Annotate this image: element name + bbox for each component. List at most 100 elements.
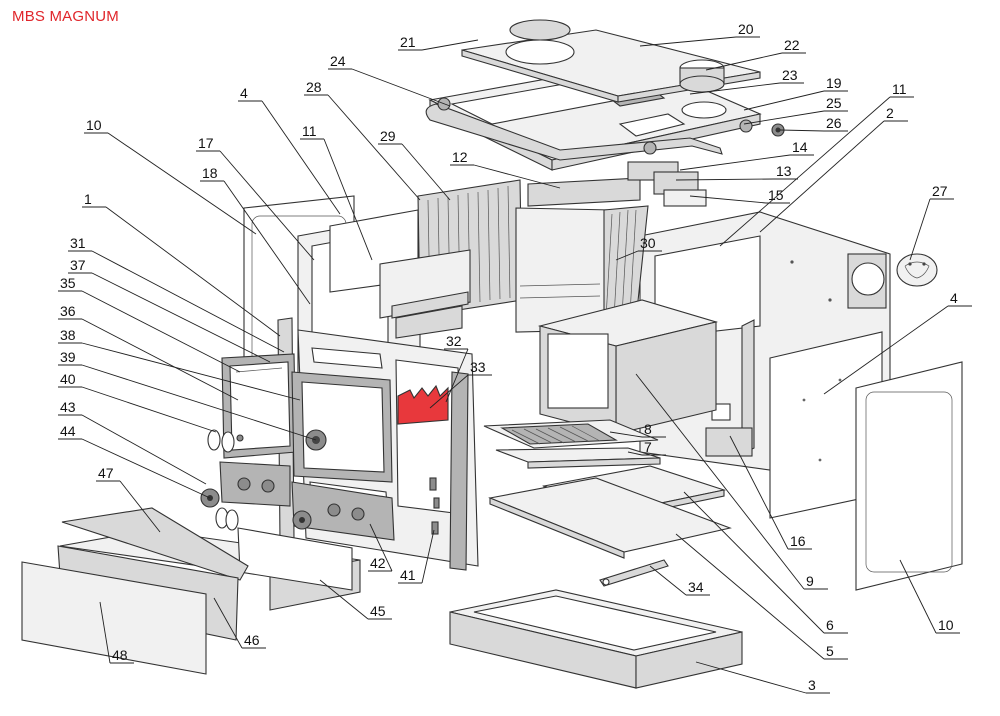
callout-number: 46 [244,632,260,648]
callout-46: 46 [213,597,266,649]
callout-leader [91,250,285,353]
callout-45: 45 [319,579,392,620]
callout-21: 21 [398,34,479,51]
callout-16: 16 [729,435,812,550]
callout-number: 44 [60,423,76,439]
diagram-title: MBS MAGNUM [12,8,119,25]
callout-number: 26 [826,115,842,131]
callout-leader [351,68,451,107]
callout-leader [779,129,825,132]
part-round-cover [896,253,938,287]
callout-number: 45 [370,603,386,619]
callout-1: 1 [82,191,281,337]
callout-number: 40 [60,371,76,387]
callout-number: 7 [644,439,652,455]
part-top-plate [461,19,761,103]
callout-leader [627,451,643,456]
callout-leader [689,195,767,204]
callout-15: 15 [689,187,790,204]
callout-leader [105,206,281,337]
callout-17: 17 [196,135,315,261]
part-main-door [291,371,393,483]
callout-32: 32 [444,333,469,403]
callout-number: 24 [330,53,346,69]
callout-7: 7 [627,439,666,456]
callout-number: 17 [198,135,214,151]
callout-number: 4 [950,290,958,306]
callout-number: 9 [806,573,814,589]
part-left-rails [379,249,471,339]
callout-number: 39 [60,349,76,365]
callout-leader [635,373,805,590]
callout-number: 6 [826,617,834,633]
callout-9: 9 [635,373,828,590]
callout-leader [675,178,775,181]
callout-number: 16 [790,533,806,549]
callout-39: 39 [58,349,317,441]
callout-leader [81,318,239,401]
part-ash-door [200,461,291,508]
callout-leader [679,154,791,171]
callout-6: 6 [683,491,848,634]
callout-leader [81,438,211,499]
callout-leader [683,491,825,634]
part-bracket [705,319,755,457]
callout-number: 31 [70,235,86,251]
callout-36: 36 [58,303,239,401]
part-lower-door [291,481,395,541]
callout-number: 36 [60,303,76,319]
callout-leader [909,198,931,261]
callout-22: 22 [705,37,806,71]
callout-number: 25 [826,95,842,111]
callout-leader [81,364,317,441]
part-right-door-panel [855,361,963,591]
callout-leader [319,579,369,620]
callout-leader [81,414,207,485]
callout-leader [429,374,469,409]
callout-number: 11 [892,81,907,97]
callout-leader [729,435,789,550]
callout-number: 13 [776,163,792,179]
part-ash-rail [495,447,661,469]
part-handles [207,429,244,453]
callout-38: 38 [58,327,301,401]
callout-number: 48 [112,647,128,663]
callout-leader [119,480,161,533]
callout-leader [261,100,341,215]
callout-leader [705,52,783,71]
callout-leader [369,523,393,572]
callout-8: 8 [609,421,666,438]
callout-number: 10 [938,617,954,633]
callout-5: 5 [675,533,848,660]
callout-leader [759,120,885,233]
callout-42: 42 [368,523,393,572]
part-grate-plate [483,419,659,449]
callout-40: 40 [58,371,217,433]
callout-11: 11 [300,123,373,261]
callout-leader [81,386,217,433]
callout-number: 1 [84,191,92,207]
callout-leader [609,431,643,438]
callout-number: 19 [826,75,842,91]
part-base-plate [488,477,732,559]
callout-leader [899,559,937,634]
callout-leader [689,82,781,95]
callout-number: 4 [240,85,248,101]
callout-4: 4 [238,85,341,215]
callout-41: 41 [398,529,435,584]
callout-19: 19 [743,75,848,111]
callout-number: 29 [380,128,396,144]
callout-leader [743,110,825,125]
callout-leader [219,150,315,261]
callout-11: 11 [719,81,914,247]
callout-29: 29 [378,128,451,201]
callout-number: 28 [306,79,322,95]
callout-leader [421,529,435,584]
callout-43: 43 [58,399,207,485]
callout-leader [81,342,301,401]
part-firebox-plates [515,177,649,333]
callout-4: 4 [823,290,972,395]
callout-leader [615,250,639,261]
callout-34: 34 [649,565,710,596]
